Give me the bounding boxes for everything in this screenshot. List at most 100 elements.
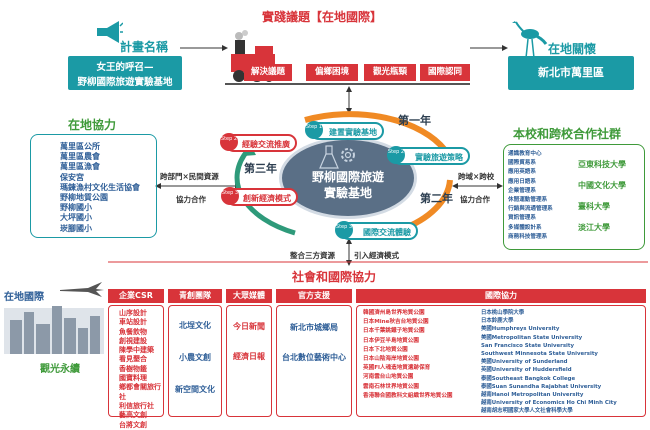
col-header-media: 大眾媒體: [226, 289, 272, 303]
col-header-official: 官方支援: [276, 289, 352, 303]
top-title: 實踐議題【在地國際】: [262, 10, 383, 24]
step-number: Step 2: [220, 136, 238, 142]
step-label: 建置實驗基地: [329, 128, 377, 137]
list-item: 泰國Southeast Bangkok College: [481, 375, 576, 382]
list-item: 應用英語系: [508, 169, 536, 176]
step-number: Step 1: [305, 124, 323, 130]
list-item: 看見墾合: [119, 355, 147, 364]
list-item: 亞東科技大學: [578, 160, 626, 169]
step-label: 經驗交流推廣: [242, 140, 290, 149]
list-item: 野柳國小: [60, 203, 92, 213]
col-header-international: 國際協力: [356, 289, 646, 303]
care-place-box: 新北市萬里區: [508, 56, 634, 90]
university-list: 日本桃山學院大學 日本鈴鹿大學 美國Humphreys University 美…: [481, 309, 617, 416]
airplane-icon: [60, 282, 104, 297]
list-item: 利信旅行社: [119, 401, 154, 410]
list-item: 日本桃山學院大學: [481, 310, 525, 316]
list-item: 日本山陰海岸地質公園: [363, 356, 419, 363]
flask-icon: [319, 145, 339, 169]
label-cross-school: 跨域×跨校: [458, 172, 495, 181]
label-cooperation-left: 協力合作: [176, 195, 206, 204]
list-item: 河南雲台山地質公園: [363, 374, 414, 381]
step-number: Step 3: [221, 190, 239, 196]
train-car-rural: 偏鄉困境: [306, 64, 358, 81]
col-box-youth: 北埕文化 小農文創 新空間文化: [168, 305, 222, 417]
step-badge: Step 3: [335, 221, 353, 239]
train-car-solve: 解決議題: [244, 64, 292, 81]
list-item: 美國Metropolitan State University: [481, 334, 583, 341]
heron-icon: [512, 21, 548, 59]
step-label: 國際交流體驗: [363, 228, 411, 237]
list-item: 淡江大學: [578, 223, 610, 232]
list-item: 中國文化大學: [578, 181, 626, 190]
list-item: 瑪鍊漁村文化生活協會: [60, 182, 140, 192]
megaphone-icon: [97, 21, 123, 43]
csr-list: 山序設計 車站設計 魚餐飲物 創視建設 陳學中建築 看見墾合 香樹物籤 國寶料理…: [109, 306, 163, 430]
col-header-youth: 青創團隊: [168, 289, 222, 303]
list-item: 創視建設: [119, 336, 147, 345]
list-item: 藝高文創: [119, 411, 147, 420]
plan-name-box: 女王的呼召— 野柳國際旅遊實驗基地: [68, 56, 182, 90]
list-item: 日本伊豆半島地質公園: [363, 337, 419, 344]
local-partner-list: 萬里區公所 萬里區農會 萬里區漁會 保安宮 瑪鍊漁村文化生活協會 野柳地質公園 …: [60, 142, 140, 234]
list-item: 新空間文化: [175, 385, 215, 394]
label-economic: 引入經濟模式: [354, 251, 399, 260]
list-item: 魚餐飲物: [119, 327, 147, 336]
list-item: 日本下北地質公園: [363, 346, 408, 353]
list-item: 英國Fl人魂造地質遺跡保育: [363, 365, 431, 372]
list-item: 資訊管理系: [508, 215, 536, 222]
list-item: 越南胡志明國家大學人文社會科學大學: [481, 408, 573, 415]
step-badge: Step 3: [221, 187, 239, 205]
campus-title: 本校和跨校合作社群: [513, 127, 622, 141]
step-label: 實驗旅遊策略: [415, 153, 463, 162]
center-title-line-2: 實驗基地: [323, 186, 372, 200]
list-item: 泰國Suan Sunandha Rajabhat University: [481, 383, 602, 390]
col-box-official: 新北市城鄉局 台北數位藝術中心: [276, 305, 352, 417]
list-item: 萬里區公所: [60, 142, 100, 151]
col-box-csr: 山序設計 車站設計 魚餐飲物 創視建設 陳學中建築 看見墾合 香樹物籤 國寶料理…: [108, 305, 164, 429]
step-badge: Step 1: [305, 121, 323, 139]
list-item: 日本鈴鹿大學: [481, 318, 514, 325]
gear-icon: [341, 148, 355, 162]
list-item: 今日新聞: [233, 322, 265, 331]
list-item: 台北數位藝術中心: [282, 353, 346, 362]
care-place: 新北市萬里區: [538, 66, 604, 79]
list-item: 美國University of Sunderland: [481, 359, 568, 366]
list-item: 行銷與流通管理系: [508, 206, 553, 213]
list-item: 臺科大學: [578, 202, 610, 211]
list-item: 崁腳國小: [60, 223, 92, 233]
tourism-sustain-label: 觀光永續: [40, 364, 80, 375]
geopark-list: 韓國濟州島世界地質公園 日本Mine秋吉台地質公園 日本千葉銚鐵子地質公園 日本…: [363, 309, 453, 401]
list-item: 大坪國小: [60, 213, 92, 223]
list-item: 新北市城鄉局: [290, 323, 338, 332]
col-header-csr: 企業CSR: [108, 289, 164, 303]
partner-school-list: 亞東科技大學 中國文化大學 臺科大學 淡江大學: [578, 154, 626, 238]
year-label-3: 第三年: [244, 162, 277, 175]
list-item: 鄉都會關旅行社: [119, 383, 161, 401]
list-item: 商務科技管理系: [508, 233, 548, 240]
list-item: 小農文創: [179, 353, 211, 362]
list-item: 經濟日報: [233, 352, 265, 361]
social-title: 社會和國際協力: [292, 270, 377, 284]
plan-name-line-1: 女王的呼召—: [96, 62, 154, 73]
list-item: 國寶料理: [119, 374, 147, 383]
col-box-international: 韓國濟州島世界地質公園 日本Mine秋吉台地質公園 日本千葉銚鐵子地質公園 日本…: [356, 305, 646, 417]
label-cross-sector: 跨部門×民間資源: [160, 172, 219, 181]
list-item: 休閒運動管理系: [508, 197, 548, 204]
list-item: 韓國濟州島世界地質公園: [363, 310, 425, 316]
list-item: 陳學中建築: [119, 346, 154, 355]
center-title-line-1: 野柳國際旅遊: [311, 170, 384, 184]
step-label: 創新經濟模式: [243, 194, 291, 203]
list-item: 應用日語系: [508, 178, 536, 185]
list-item: 日本千葉銚鐵子地質公園: [363, 328, 425, 335]
list-item: 日本Mine秋吉台地質公園: [363, 319, 429, 326]
step-badge: Step 2: [220, 133, 238, 151]
list-item: 多媒體設計系: [508, 224, 542, 231]
train-car-tourism: 觀光瓶頸: [364, 64, 416, 81]
campus-partner-box: [503, 144, 645, 250]
list-item: 香樹物籤: [119, 364, 147, 373]
list-item: 越南University of Economics Ho Chi Minh Ci…: [481, 400, 617, 407]
list-item: 越南Hanoi Metropolitan University: [481, 392, 584, 399]
step-number: Step 2: [387, 149, 405, 155]
plan-title: 計畫名稱: [120, 40, 169, 54]
